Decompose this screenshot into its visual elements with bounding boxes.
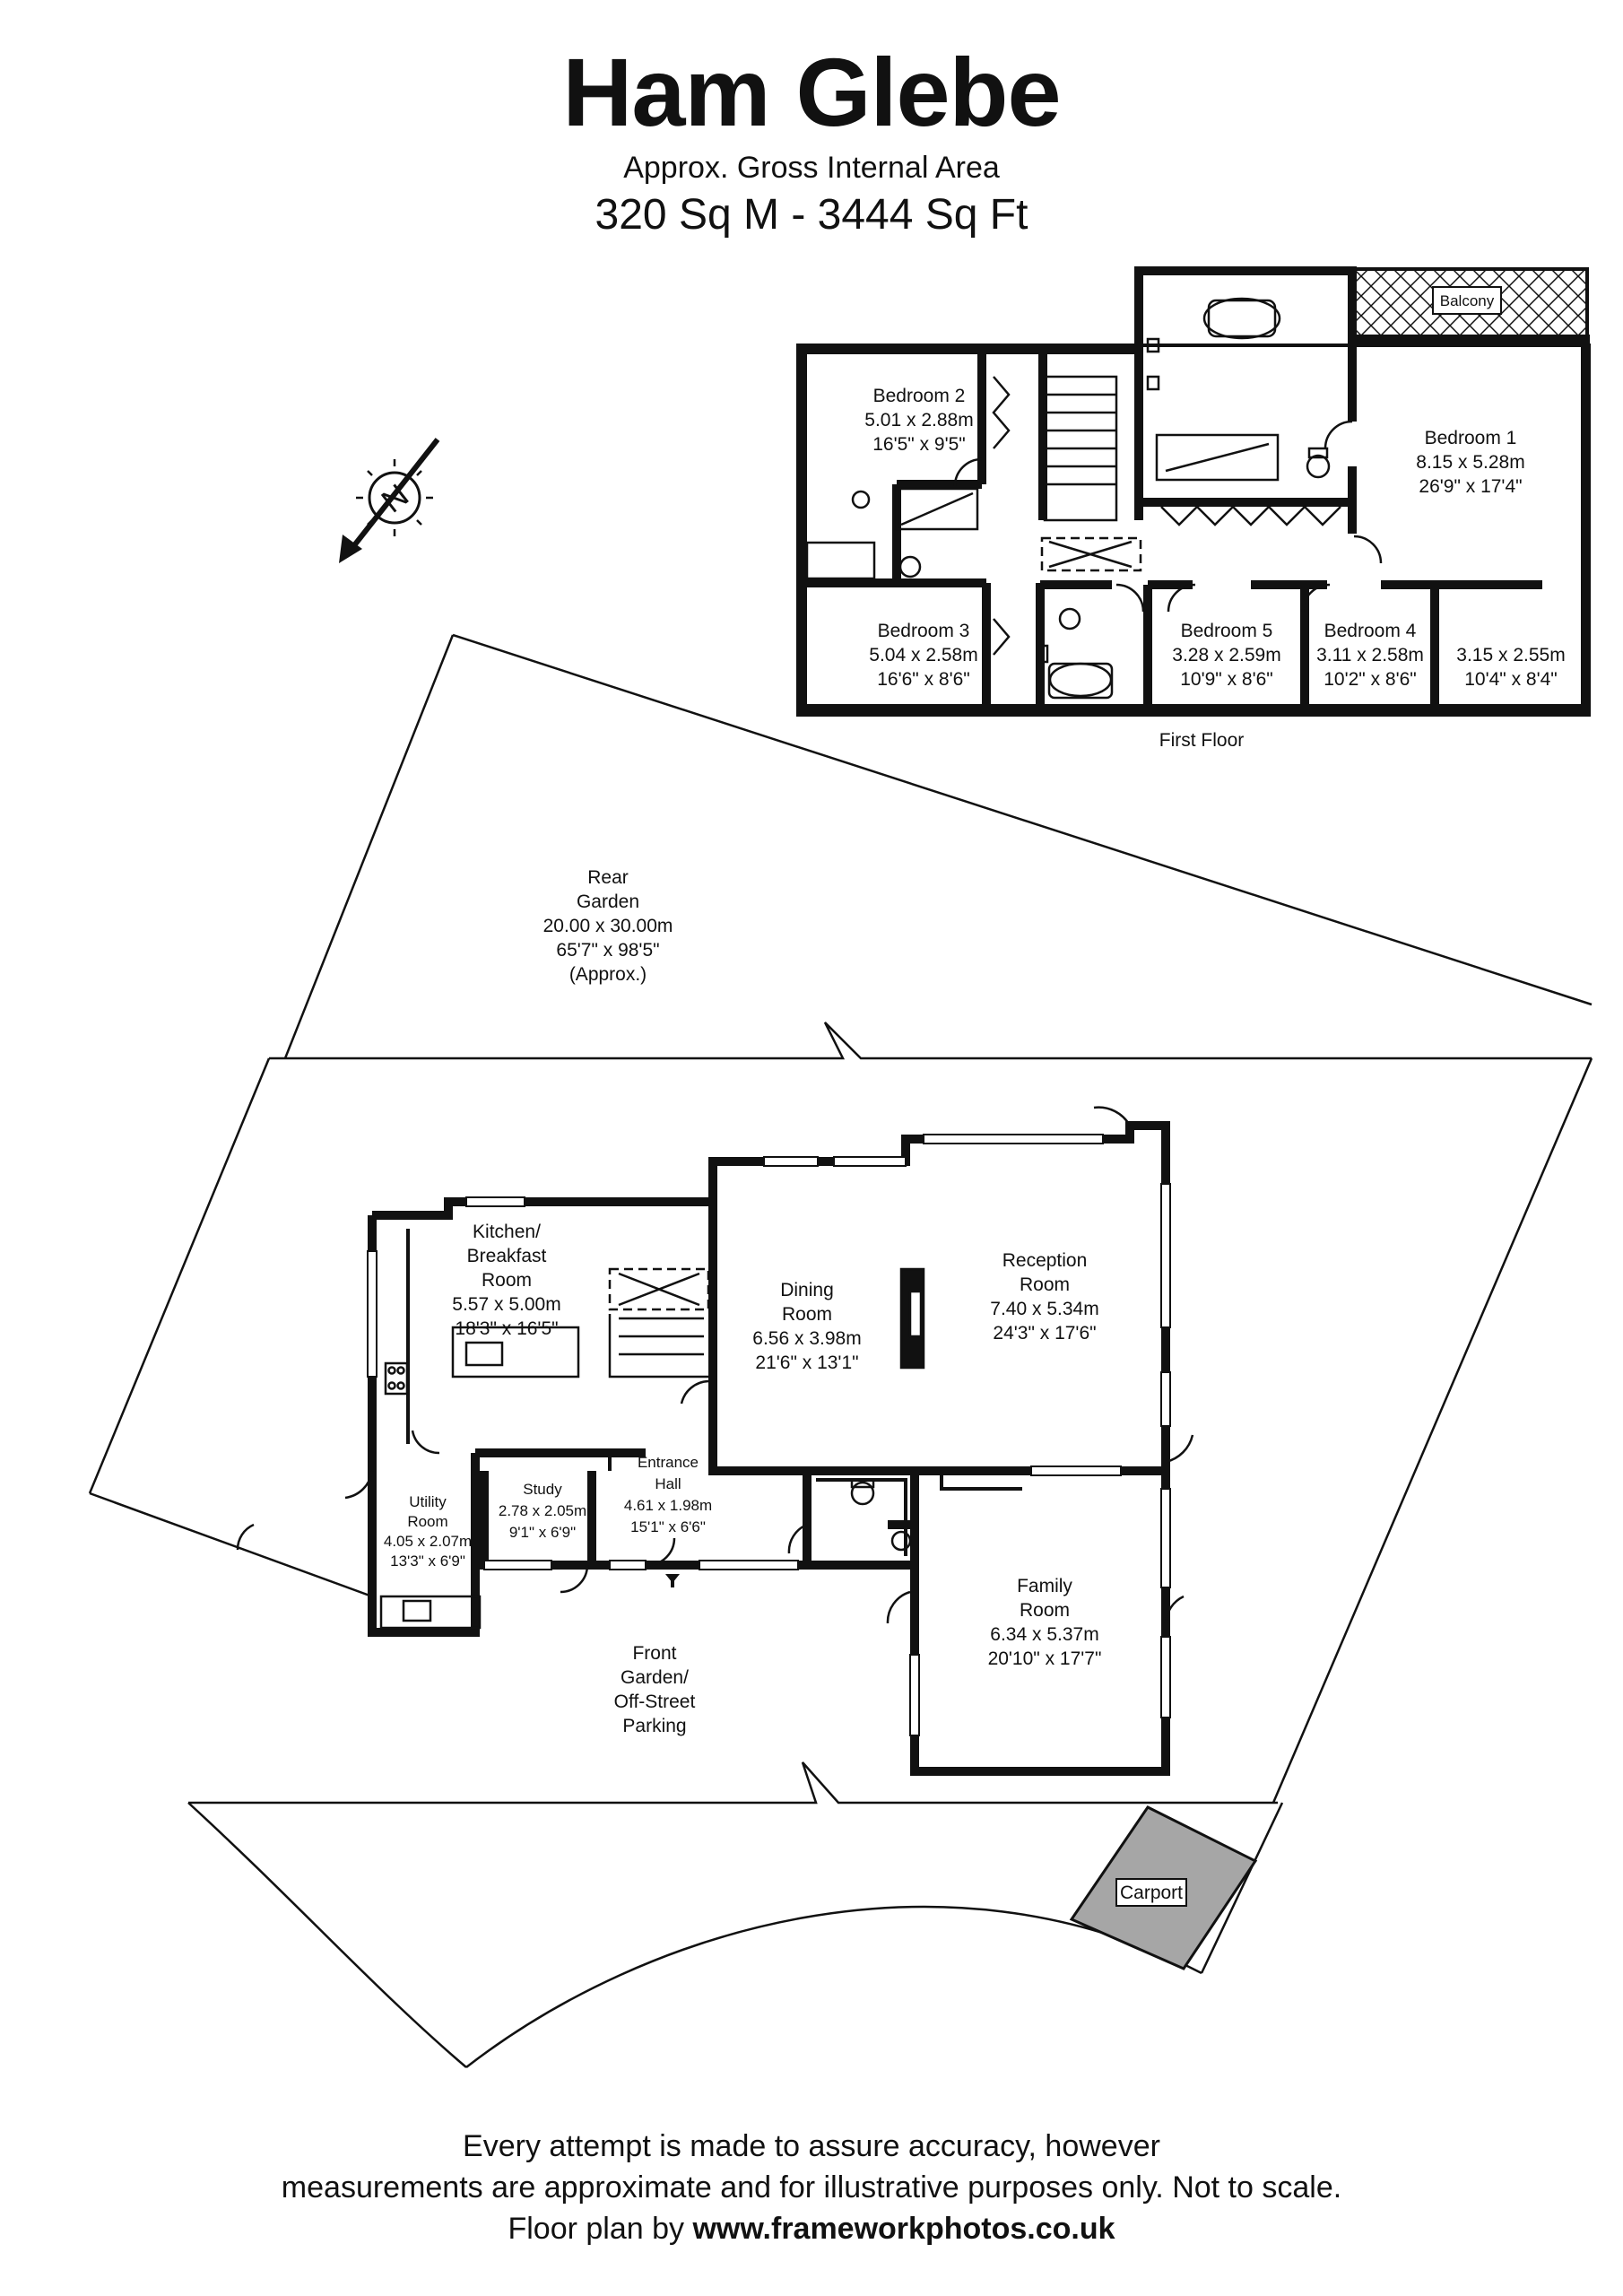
svg-text:Rear: Rear	[587, 867, 629, 888]
svg-text:21'6" x 13'1": 21'6" x 13'1"	[755, 1352, 858, 1373]
svg-text:13'3" x 6'9": 13'3" x 6'9"	[390, 1552, 465, 1570]
bedroom-4-name: Bedroom 4	[1324, 621, 1417, 641]
credit-prefix: Floor plan by	[508, 2212, 693, 2246]
room-6-imperial: 10'4" x 8'4"	[1464, 669, 1558, 690]
disclaimer: Every attempt is made to assure accuracy…	[0, 2126, 1623, 2249]
bedroom-1-metric: 8.15 x 5.28m	[1416, 452, 1524, 473]
bedroom-4-metric: 3.11 x 2.58m	[1316, 645, 1424, 665]
credit-url[interactable]: www.frameworkphotos.co.uk	[692, 2212, 1115, 2246]
svg-text:Front: Front	[632, 1643, 676, 1664]
svg-text:18'3" x 16'5": 18'3" x 16'5"	[455, 1318, 558, 1339]
svg-text:24'3" x 17'6": 24'3" x 17'6"	[993, 1323, 1096, 1344]
svg-text:7.40 x 5.34m: 7.40 x 5.34m	[990, 1299, 1098, 1319]
bedroom-5-metric: 3.28 x 2.59m	[1172, 645, 1280, 665]
area-value: 320 Sq M - 3444 Sq Ft	[595, 191, 1028, 239]
disclaimer-line-2: measurements are approximate and for ill…	[281, 2170, 1342, 2205]
svg-text:(Approx.): (Approx.)	[569, 964, 647, 985]
svg-text:Parking: Parking	[622, 1716, 686, 1736]
bedroom-5-imperial: 10'9" x 8'6"	[1180, 669, 1273, 690]
bedroom-3-imperial: 16'6" x 8'6"	[877, 669, 970, 690]
svg-text:Breakfast: Breakfast	[467, 1246, 547, 1266]
svg-text:Room: Room	[482, 1270, 532, 1291]
bedroom-2-name: Bedroom 2	[873, 386, 966, 406]
svg-text:65'7" x 98'5": 65'7" x 98'5"	[556, 940, 659, 961]
balcony-label: Balcony	[1440, 292, 1495, 309]
svg-text:6.56 x 3.98m: 6.56 x 3.98m	[752, 1328, 861, 1349]
svg-text:15'1" x 6'6": 15'1" x 6'6"	[630, 1518, 706, 1535]
bedroom-4-imperial: 10'2" x 8'6"	[1324, 669, 1417, 690]
room-6-metric: 3.15 x 2.55m	[1456, 645, 1565, 665]
svg-text:Garden/: Garden/	[621, 1667, 689, 1688]
disclaimer-line-1: Every attempt is made to assure accuracy…	[463, 2129, 1160, 2163]
first-floor-plan: Bedroom 2 5.01 x 2.88m 16'5" x 9'5" Bedr…	[796, 266, 1591, 751]
svg-text:20'10" x 17'7": 20'10" x 17'7"	[988, 1648, 1102, 1669]
svg-text:Room: Room	[1020, 1274, 1070, 1295]
bedroom-3-metric: 5.04 x 2.58m	[869, 645, 977, 665]
credit-line: Floor plan by www.frameworkphotos.co.uk	[0, 2208, 1623, 2249]
plan-title: Ham Glebe	[562, 38, 1061, 146]
svg-text:Dining: Dining	[780, 1280, 834, 1300]
bedroom-5-name: Bedroom 5	[1181, 621, 1273, 641]
svg-text:Room: Room	[407, 1513, 447, 1530]
svg-text:Reception: Reception	[1002, 1250, 1088, 1271]
svg-text:Kitchen/: Kitchen/	[473, 1222, 541, 1242]
svg-text:Hall: Hall	[655, 1475, 681, 1492]
first-floor-label: First Floor	[1159, 730, 1245, 751]
svg-text:Room: Room	[782, 1304, 832, 1325]
ground-floor-plan	[344, 1106, 1258, 1970]
bedroom-3-name: Bedroom 3	[878, 621, 970, 641]
svg-text:6.34 x 5.37m: 6.34 x 5.37m	[990, 1624, 1098, 1645]
svg-text:20.00 x 30.00m: 20.00 x 30.00m	[543, 916, 673, 936]
svg-text:9'1" x 6'9": 9'1" x 6'9"	[509, 1524, 576, 1541]
bedroom-1-imperial: 26'9" x 17'4"	[1419, 476, 1522, 497]
svg-text:Entrance: Entrance	[638, 1454, 699, 1471]
svg-text:5.57 x 5.00m: 5.57 x 5.00m	[452, 1294, 560, 1315]
bedroom-2-metric: 5.01 x 2.88m	[864, 410, 973, 430]
svg-text:Utility: Utility	[409, 1493, 447, 1510]
ground-floor-labels: Rear Garden 20.00 x 30.00m 65'7" x 98'5"…	[384, 867, 1183, 1903]
compass-icon: N	[339, 438, 440, 563]
svg-text:Carport: Carport	[1120, 1883, 1183, 1903]
svg-text:Garden: Garden	[577, 891, 639, 912]
svg-text:Study: Study	[523, 1481, 562, 1498]
svg-text:Family: Family	[1017, 1576, 1072, 1596]
svg-text:2.78 x 2.05m: 2.78 x 2.05m	[499, 1502, 586, 1519]
bedroom-2-imperial: 16'5" x 9'5"	[872, 434, 966, 455]
svg-text:Room: Room	[1020, 1600, 1070, 1621]
bedroom-1-name: Bedroom 1	[1425, 428, 1517, 448]
area-caption: Approx. Gross Internal Area	[623, 151, 1000, 185]
svg-text:4.05 x 2.07m: 4.05 x 2.07m	[384, 1533, 472, 1550]
svg-text:4.61 x 1.98m: 4.61 x 1.98m	[624, 1497, 712, 1514]
svg-text:Off-Street: Off-Street	[614, 1692, 696, 1712]
site-boundary	[88, 633, 1593, 2068]
